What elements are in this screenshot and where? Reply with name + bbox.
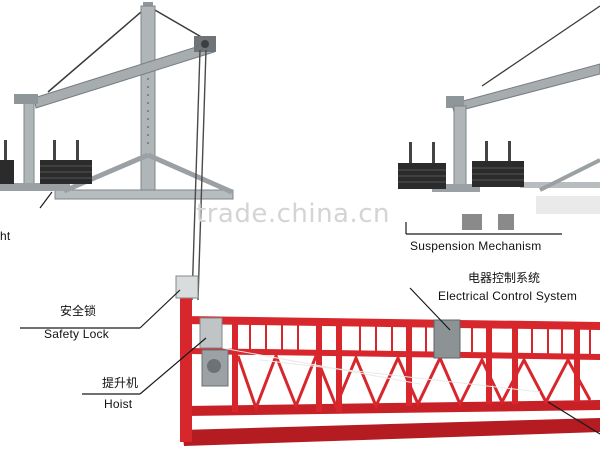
platform [175,275,600,446]
watermark: trade.china.cn [196,199,391,229]
electrical-control-label-en: Electrical Control System [438,289,578,303]
left-counterweights [0,140,92,184]
safety-lock-label-en: Safety Lock [44,327,109,341]
leader-lines [20,191,600,435]
right-suspension-mechanism [398,5,600,230]
hoist-label-en: Hoist [104,397,133,411]
electrical-control-box [433,319,461,359]
hoist-label-cn: 提升机 [102,376,139,390]
counterweight-label-fragment: ht [0,229,11,243]
right-counterweights [398,141,524,189]
suspension-mechanism-label: Suspension Mechanism [410,239,542,253]
safety-lock-label-cn: 安全锁 [60,304,97,318]
electrical-control-label-cn: 电器控制系统 [468,271,541,285]
left-suspension-mechanism [0,2,234,301]
